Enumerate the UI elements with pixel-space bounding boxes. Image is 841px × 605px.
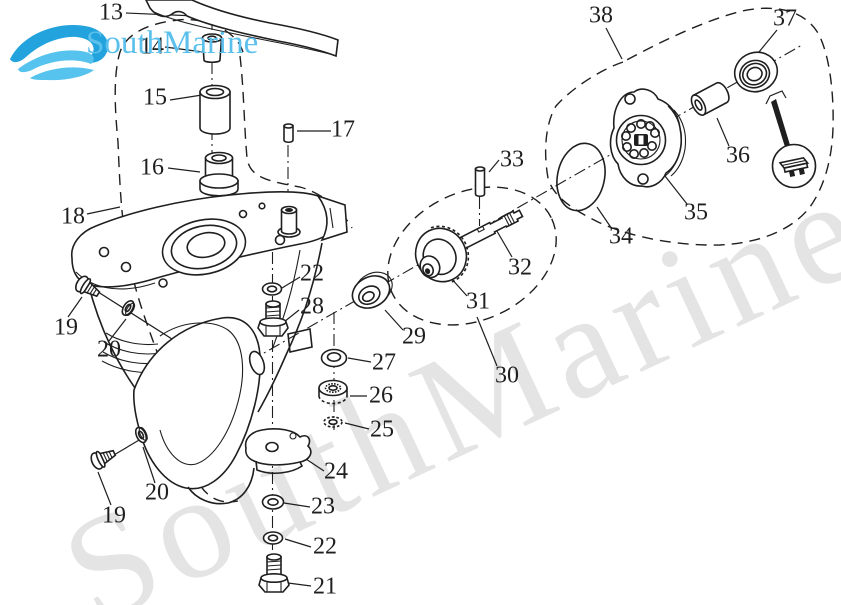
callout-21-10: 21 — [313, 574, 337, 600]
part-34-o-ring — [556, 142, 606, 212]
callout-17-4: 17 — [331, 117, 355, 143]
part-26-pinion-gear — [318, 379, 348, 405]
part-14-bushing — [201, 33, 223, 64]
callout-30-20: 30 — [495, 363, 519, 389]
group-30-boundary — [387, 186, 557, 326]
part-36-bushing — [690, 81, 730, 116]
part-13-casing-edge — [145, 0, 339, 58]
callout-19-8: 19 — [102, 503, 126, 529]
callout-28-17: 28 — [300, 294, 324, 320]
callout-14-1: 14 — [140, 34, 164, 60]
part-17-pin — [283, 123, 294, 144]
callout-37-27: 37 — [773, 6, 797, 32]
part-28-bolt — [257, 300, 289, 337]
callout-19-6: 19 — [54, 315, 78, 341]
part-37-ball-bearing — [733, 51, 779, 93]
callout-20-9: 20 — [145, 480, 169, 506]
callout-numbers: 13 14 15 16 17 18 19 20 19 20 21 22 23 24 25 26 27 28 22 29… — [54, 0, 797, 600]
part-21-bolt — [258, 553, 290, 593]
callout-23-12: 23 — [311, 494, 335, 520]
part-22-washer-lower — [262, 531, 284, 545]
part-19-screw-upper — [75, 275, 101, 298]
brand-logo: SouthMarine — [6, 12, 286, 82]
part-16-flanged-bushing — [199, 151, 239, 197]
callout-38-28: 38 — [589, 3, 613, 29]
part-18-gearcase-housing — [71, 190, 348, 505]
part-22-washer-upper — [261, 282, 283, 296]
leader-lines — [67, 12, 778, 587]
part-35-bearing-carrier — [609, 88, 687, 188]
callout-34-24: 34 — [609, 224, 633, 250]
part-29-bearing — [351, 271, 393, 309]
callout-27-16: 27 — [372, 350, 396, 376]
callout-16-3: 16 — [140, 155, 164, 181]
callout-29-19: 29 — [402, 324, 426, 350]
callout-35-25: 35 — [684, 200, 708, 226]
part-23-washer — [261, 494, 285, 510]
part-19-screw-lower — [90, 449, 117, 470]
callout-18-5: 18 — [61, 204, 85, 230]
part-27-thrust-washer — [320, 348, 348, 368]
wave-logo-icon — [10, 25, 109, 81]
callout-22-18: 22 — [300, 261, 324, 287]
callout-20-7: 20 — [97, 337, 121, 363]
part-20-washer-upper — [121, 300, 136, 317]
callout-33-23: 33 — [500, 147, 524, 173]
brand-logo-text: SouthMarine — [86, 25, 259, 61]
part-24-anode-plate — [244, 428, 312, 475]
callout-26-15: 26 — [369, 383, 393, 409]
callout-13-0: 13 — [99, 0, 123, 26]
part-25-lock-washer — [323, 416, 343, 428]
callout-22-11: 22 — [313, 534, 337, 560]
callout-25-14: 25 — [370, 417, 394, 443]
callout-24-13: 24 — [324, 459, 348, 485]
callout-15-2: 15 — [143, 85, 167, 111]
key-detail-callout — [765, 90, 817, 189]
callout-31-21: 31 — [466, 289, 490, 315]
part-33-shear-pin — [474, 166, 486, 198]
part-15-sleeve — [199, 84, 231, 135]
part-31-forward-gear — [414, 225, 470, 283]
callout-36-26: 36 — [726, 143, 750, 169]
callout-32-22: 32 — [508, 255, 532, 281]
